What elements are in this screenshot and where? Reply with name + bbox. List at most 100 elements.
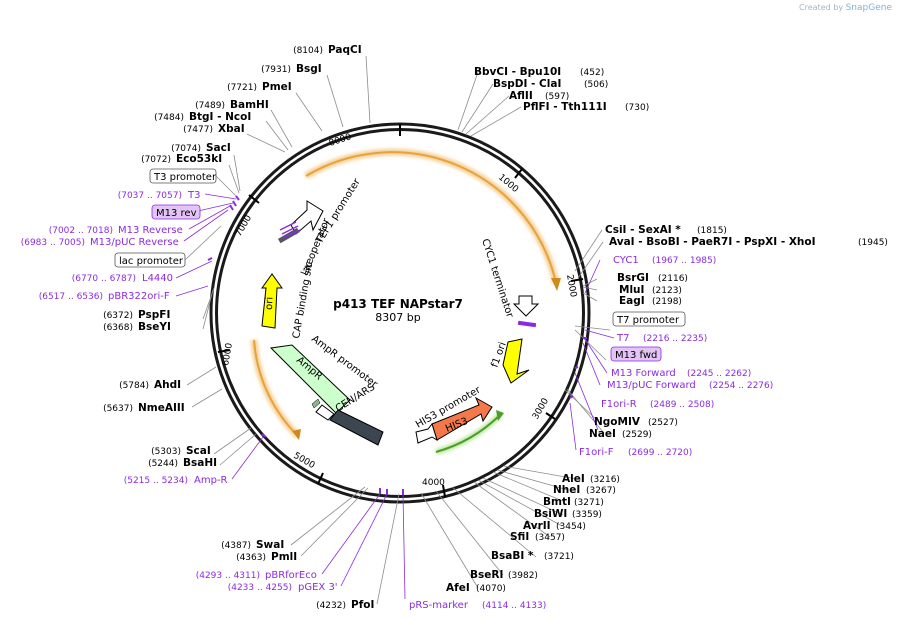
enzyme-nhei[interactable]: NheI bbox=[553, 484, 580, 496]
enzyme-paqci[interactable]: PaqCI bbox=[328, 44, 362, 56]
enzyme-bspdi-clai[interactable]: BspDI - ClaI bbox=[493, 78, 561, 90]
enzyme-bseyi[interactable]: BseYI bbox=[138, 321, 171, 333]
feature-ori[interactable]: ori bbox=[261, 273, 283, 329]
enzyme-ahdi[interactable]: AhdI bbox=[154, 379, 181, 391]
primer-pgex-3[interactable]: pGEX 3' bbox=[298, 582, 338, 593]
feature-ampr-promoter-marker bbox=[311, 398, 321, 409]
enzyme-bmti[interactable]: BmtI bbox=[543, 496, 571, 508]
enzyme-aflii[interactable]: AflII bbox=[509, 90, 533, 102]
enzyme-scai[interactable]: ScaI bbox=[186, 445, 211, 457]
pos-bsiwi: (3359) bbox=[572, 510, 602, 520]
feature-ampr[interactable] bbox=[269, 344, 351, 414]
enzyme-pfoi[interactable]: PfoI bbox=[351, 599, 374, 611]
pos-naei: (2529) bbox=[622, 430, 652, 440]
enzyme-btgi-ncoi[interactable]: BtgI - NcoI bbox=[189, 111, 251, 123]
pos-f1ori-f: (2699 .. 2720) bbox=[628, 448, 692, 458]
primer-pbr322ori-f[interactable]: pBR322ori-F bbox=[108, 291, 170, 302]
enzyme-pflfi-tth111i[interactable]: PflFI - Tth111I bbox=[523, 101, 607, 113]
enzyme-bseri[interactable]: BseRI bbox=[470, 569, 503, 581]
plasmid-name: p413 TEF NAPstar7 bbox=[333, 297, 463, 311]
primer-l4440[interactable]: L4440 bbox=[142, 273, 173, 284]
feature-cen-ars-small[interactable] bbox=[315, 404, 335, 421]
feature-his3-promoter[interactable] bbox=[415, 422, 438, 444]
enzyme-xbai[interactable]: XbaI bbox=[218, 123, 245, 135]
enzyme-bamhi[interactable]: BamHI bbox=[230, 99, 269, 111]
pos-bbvci-bpu10i: (452) bbox=[580, 68, 604, 78]
enzyme-naei[interactable]: NaeI bbox=[589, 428, 616, 440]
primer-m13-reverse[interactable]: M13 Reverse bbox=[118, 225, 183, 236]
enzyme-csii-sexai[interactable]: CsiI - SexAI * bbox=[605, 224, 681, 236]
enzyme-mlui[interactable]: MluI bbox=[619, 284, 644, 296]
feature-cyc1-marker bbox=[517, 320, 537, 328]
pos-t3: (7037 .. 7057) bbox=[118, 191, 182, 201]
enzyme-ngomiv[interactable]: NgoMIV bbox=[594, 416, 641, 428]
enzyme-avai-group[interactable]: AvaI - BsoBI - PaeR7I - PspXI - XhoI bbox=[609, 236, 816, 248]
boxed-m13-rev: M13 rev bbox=[156, 208, 197, 219]
enzyme-pmli[interactable]: PmlI bbox=[271, 551, 297, 563]
enzyme-pspfi[interactable]: PspFI bbox=[138, 309, 170, 321]
arc-his3-green bbox=[435, 414, 501, 453]
primer-f1ori-r[interactable]: F1ori-R bbox=[601, 399, 637, 410]
enzyme-eco53ki[interactable]: Eco53kI bbox=[176, 153, 222, 165]
plasmid-length: 8307 bp bbox=[375, 311, 420, 324]
primer-t7[interactable]: T7 bbox=[616, 333, 629, 344]
pos-bseri: (3982) bbox=[508, 571, 538, 581]
pos-bmti: (3271) bbox=[574, 498, 604, 508]
enzyme-labels: (8104) PaqCI (7931) BsgI (7721) PmeI (74… bbox=[103, 44, 888, 611]
tick-6000: 6000 bbox=[221, 342, 235, 367]
enzyme-bsahi[interactable]: BsaHI bbox=[183, 457, 217, 469]
enzyme-afei[interactable]: AfeI bbox=[446, 582, 470, 594]
pos-bsrgi: (2116) bbox=[658, 274, 688, 284]
enzyme-bsgi[interactable]: BsgI bbox=[296, 63, 322, 75]
pos-csii-sexai: (1815) bbox=[697, 226, 727, 236]
pos-ahdi: (5784) bbox=[119, 381, 149, 391]
enzyme-bsabi[interactable]: BsaBI * bbox=[491, 550, 534, 562]
arc-upper-arrowhead bbox=[551, 278, 561, 291]
primer-f1ori-f[interactable]: F1ori-F bbox=[579, 447, 614, 458]
pos-paqci: (8104) bbox=[293, 46, 323, 56]
primer-cyc1[interactable]: CYC1 bbox=[613, 255, 639, 266]
enzyme-sfii[interactable]: SfiI bbox=[510, 531, 529, 543]
boxed-lac-promoter: lac promoter bbox=[119, 256, 184, 267]
enzyme-pmei[interactable]: PmeI bbox=[262, 81, 292, 93]
pos-amp-r: (5215 .. 5234) bbox=[124, 476, 188, 486]
primer-amp-r[interactable]: Amp-R bbox=[194, 475, 228, 486]
box-t7-promoter[interactable] bbox=[612, 311, 686, 327]
primer-pbrforeco[interactable]: pBRforEco bbox=[265, 570, 317, 581]
box-m13-fwd[interactable] bbox=[610, 346, 662, 362]
snapgene-branding: Created by SnapGene bbox=[799, 3, 892, 13]
enzyme-swai[interactable]: SwaI bbox=[256, 539, 284, 551]
pos-mlui: (2123) bbox=[652, 286, 682, 296]
primer-prs-marker[interactable]: pRS-marker bbox=[409, 600, 469, 611]
feature-cyc1-terminator[interactable] bbox=[512, 295, 540, 317]
pos-pmei: (7721) bbox=[227, 83, 257, 93]
feature-f1-ori[interactable] bbox=[502, 338, 530, 384]
feature-cen-ars[interactable] bbox=[329, 409, 384, 446]
enzyme-eagi[interactable]: EagI bbox=[619, 295, 645, 307]
tick-8000: 8000 bbox=[328, 132, 353, 149]
primer-t3[interactable]: T3 bbox=[187, 190, 200, 201]
pos-pbr322ori-f: (6517 .. 6536) bbox=[39, 292, 103, 302]
arc-upper-orange bbox=[305, 151, 557, 284]
enzyme-nmeaiii[interactable]: NmeAIII bbox=[138, 402, 185, 414]
pos-btgi-ncoi: (7484) bbox=[154, 113, 184, 123]
enzyme-alei[interactable]: AleI bbox=[562, 473, 585, 485]
box-m13-rev[interactable] bbox=[151, 204, 201, 220]
pos-bspdi-clai: (506) bbox=[584, 80, 608, 90]
pos-scai: (5303) bbox=[151, 447, 181, 457]
enzyme-bsrgi[interactable]: BsrGI bbox=[617, 272, 649, 284]
primer-m13-puc-reverse[interactable]: M13/pUC Reverse bbox=[90, 237, 179, 248]
primer-m13-forward[interactable]: M13 Forward bbox=[611, 368, 676, 379]
enzyme-bbvci-bpu10i[interactable]: BbvCI - Bpu10I bbox=[474, 66, 561, 78]
label-cap-binding-site: CAP binding site bbox=[291, 257, 316, 339]
pos-prs-marker: (4114 .. 4133) bbox=[482, 601, 546, 611]
pos-pgex-3: (4233 .. 4255) bbox=[228, 583, 292, 593]
enzyme-avrii[interactable]: AvrII bbox=[523, 520, 551, 532]
enzyme-bsiwi[interactable]: BsiWI bbox=[534, 508, 567, 520]
pos-nhei: (3267) bbox=[586, 486, 616, 496]
primer-m13-puc-forward[interactable]: M13/pUC Forward bbox=[607, 380, 696, 391]
pos-aflii: (597) bbox=[545, 92, 569, 102]
primer-marks bbox=[207, 195, 587, 495]
enzyme-saci[interactable]: SacI bbox=[206, 142, 231, 154]
